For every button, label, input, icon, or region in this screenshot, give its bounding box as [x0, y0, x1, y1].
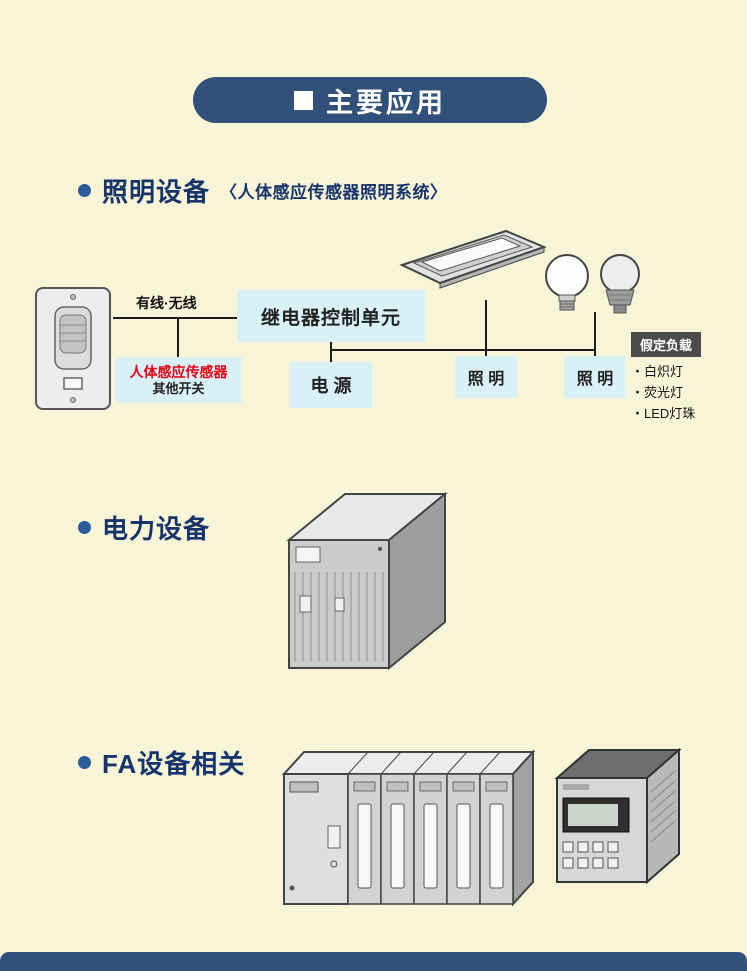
assumed-load-legend: 假定负载 ・白炽灯 ・荧光灯 ・LED灯珠: [631, 332, 743, 424]
power-supply-box: 电 源: [290, 362, 372, 408]
section-lighting-subtitle: 〈人体感应传感器照明系统〉: [220, 183, 448, 202]
section-lighting-title: 照明设备: [102, 177, 211, 207]
load-item: ・LED灯珠: [631, 405, 696, 421]
wire-type-label: 有线·无线: [136, 295, 197, 311]
assumed-load-items: ・白炽灯 ・荧光灯 ・LED灯珠: [631, 362, 743, 424]
page-title-pill: 主要应用: [193, 77, 547, 123]
light-bulbs-illustration: [545, 254, 640, 314]
sensor-box-primary-label: 人体感应传感器: [129, 363, 228, 380]
sensor-box: 人体感应传感器 其他开关: [115, 357, 242, 403]
load-item: ・白炽灯: [631, 364, 684, 379]
section-lighting-header: 照明设备 〈人体感应传感器照明系统〉: [78, 172, 448, 209]
lighting-box-1: 照 明: [455, 356, 517, 398]
title-square-icon: [294, 90, 313, 110]
page-title: 主要应用: [326, 87, 446, 118]
bullet-icon: [78, 521, 91, 534]
fluorescent-light-illustration: [399, 229, 547, 289]
ups-cabinet-illustration: [286, 491, 448, 671]
bottom-section-bar: [0, 952, 747, 971]
bullet-icon: [78, 756, 91, 769]
motion-sensor-switch-illustration: [35, 287, 111, 410]
bullet-icon: [78, 184, 91, 197]
plc-modules-illustration: [281, 749, 536, 907]
section-power-header: 电力设备: [78, 509, 210, 546]
section-fa-header: FA设备相关: [78, 744, 245, 781]
section-fa-title: FA设备相关: [102, 749, 246, 779]
sensor-box-secondary-label: 其他开关: [152, 380, 205, 396]
load-item: ・荧光灯: [631, 384, 684, 400]
section-power-title: 电力设备: [102, 514, 211, 544]
assumed-load-header: 假定负载: [631, 332, 702, 357]
lighting-box-2: 照 明: [564, 356, 626, 398]
relay-control-unit-box: 继电器控制单元: [237, 290, 425, 342]
panel-controller-illustration: [554, 747, 682, 885]
